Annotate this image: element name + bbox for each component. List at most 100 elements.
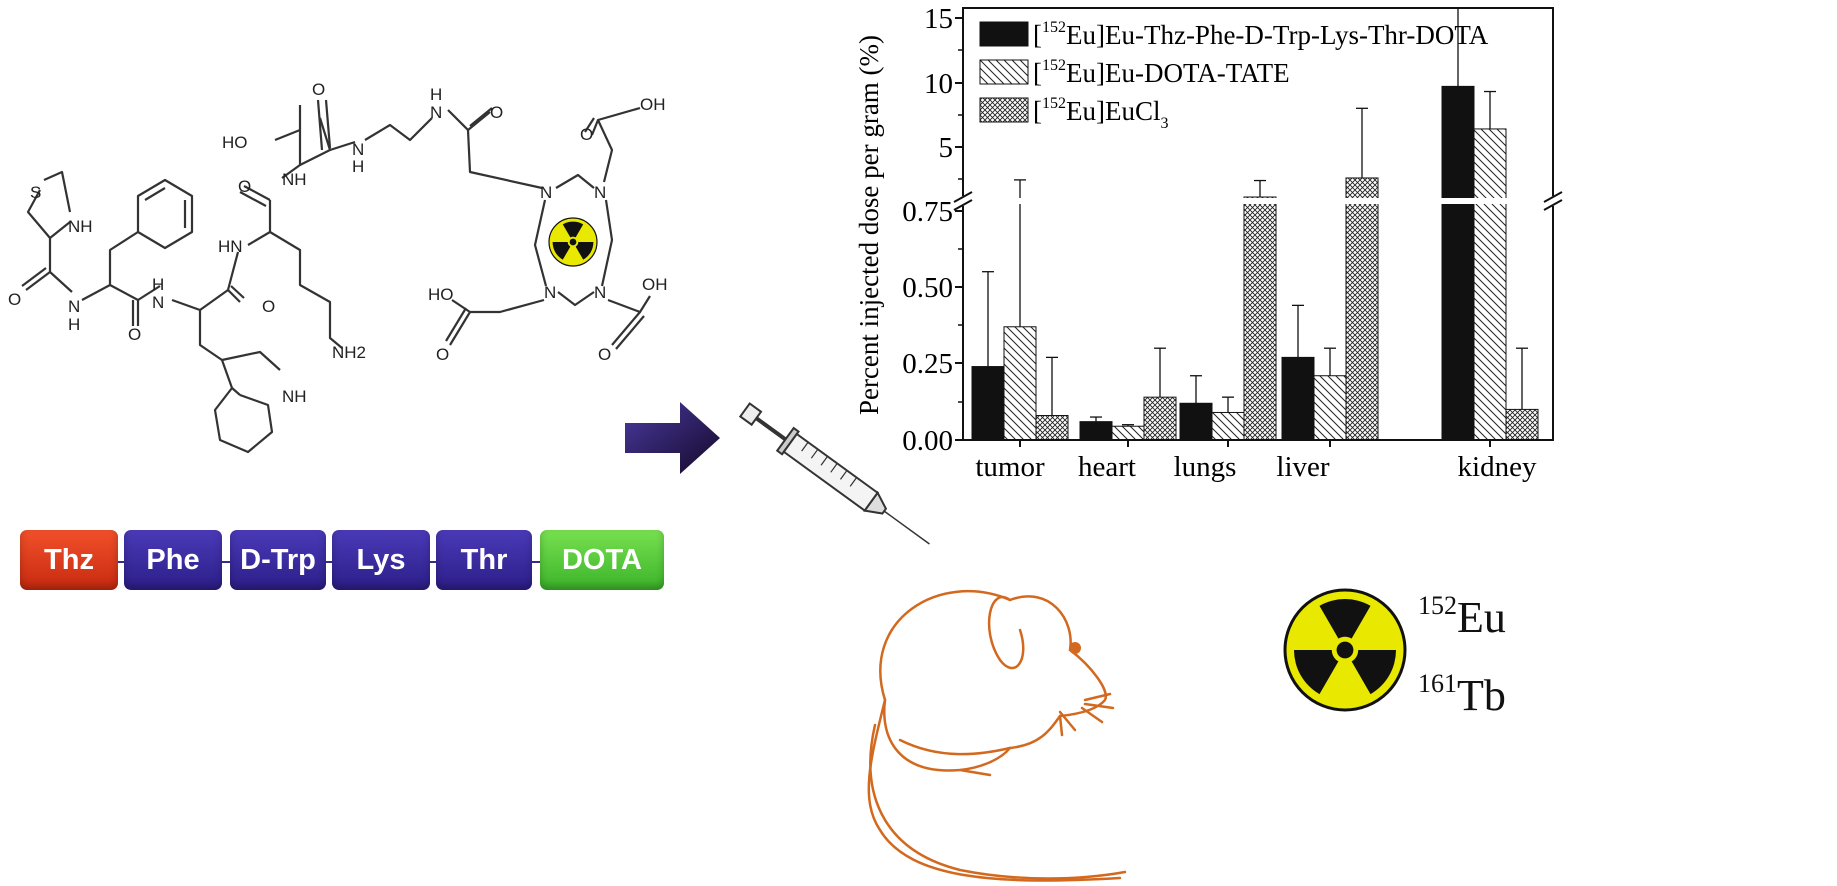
atom-label: HO xyxy=(428,285,454,304)
radiation-blade xyxy=(1351,650,1396,695)
x-tick-label: tumor xyxy=(975,451,1045,483)
axis-break-gap xyxy=(965,198,1553,204)
error-bar-kidney-series-3 xyxy=(1516,347,1528,410)
error-bar-heart-series-3 xyxy=(1154,347,1166,398)
residue-d-trp: D-Trp xyxy=(230,530,326,590)
atom-label: NH xyxy=(282,170,307,189)
residue-lys: Lys xyxy=(332,530,430,590)
atom-label: O xyxy=(128,325,141,344)
bar-tumor-series-1 xyxy=(971,366,1005,441)
x-tick-label: heart xyxy=(1078,451,1136,483)
error-bar-tumor-series-1 xyxy=(982,271,994,367)
error-bar-liver-series-1 xyxy=(1292,304,1304,358)
atom-label: N xyxy=(540,183,552,202)
x-tick-label: liver xyxy=(1276,451,1329,483)
legend-label-series-3: [152Eu]EuCl3 xyxy=(1033,95,1169,132)
error-bar-liver-series-3 xyxy=(1356,107,1368,178)
radiation-blade xyxy=(575,242,594,260)
bar-heart-series-2 xyxy=(1111,425,1145,441)
atom-label: O xyxy=(262,297,275,316)
y-tick-label: 15 xyxy=(924,3,953,35)
atom-label: OH xyxy=(642,275,668,294)
radiation-center xyxy=(569,238,577,246)
legend-label-series-2: [152Eu]Eu-DOTA-TATE xyxy=(1033,57,1290,88)
atom-label: O xyxy=(312,80,325,99)
atom-label: O xyxy=(436,345,449,364)
radiation-blade xyxy=(562,221,584,238)
x-tick-label: lungs xyxy=(1174,451,1237,483)
radiation-center xyxy=(1336,641,1354,659)
y-tick-label: 0.50 xyxy=(902,272,953,304)
x-tick-label: kidney xyxy=(1458,451,1537,483)
atom-label: S xyxy=(30,183,41,202)
residue-phe: Phe xyxy=(124,530,222,590)
arrow-right-icon xyxy=(625,402,720,474)
radiation-icon xyxy=(548,217,598,267)
bar-liver-series-2 xyxy=(1313,375,1347,441)
atom-label: H xyxy=(68,315,80,334)
legend-swatch-series-1 xyxy=(979,21,1029,47)
error-bar-lungs-series-2 xyxy=(1222,396,1234,413)
axis-break-marks xyxy=(953,191,1563,211)
atom-label: HO xyxy=(222,133,248,152)
atom-label: N xyxy=(68,297,80,316)
y-tick-label: 10 xyxy=(924,68,953,100)
bar-liver-series-3 xyxy=(1345,177,1379,441)
syringe-icon xyxy=(738,402,930,545)
atom-label: O xyxy=(490,103,503,122)
atom-label: O xyxy=(580,125,593,144)
isotope-eu-152: 152Eu xyxy=(1418,591,1506,642)
y-tick-label: 5 xyxy=(939,132,954,164)
y-tick-label: 0.00 xyxy=(902,425,953,457)
plot-frame xyxy=(962,7,1554,196)
residue-thr: Thr xyxy=(436,530,532,590)
radiation-symbol-icon xyxy=(1283,588,1407,712)
error-bar-kidney-series-2 xyxy=(1484,90,1496,129)
bar-tumor-series-3 xyxy=(1035,415,1069,441)
error-bar-liver-series-2 xyxy=(1324,347,1336,376)
bar-kidney-series-2 xyxy=(1473,128,1507,441)
chart-legend: [152Eu]Eu-Thz-Phe-D-Trp-Lys-Thr-DOTA [152… xyxy=(979,19,1489,132)
y-tick-label: 0.75 xyxy=(902,196,953,228)
atom-label: N xyxy=(594,183,606,202)
error-bar-lungs-series-1 xyxy=(1190,375,1202,404)
atom-label: O xyxy=(8,290,21,309)
mouse-illustration xyxy=(867,589,1127,882)
residue-dota: DOTA xyxy=(540,530,664,590)
atom-label: O xyxy=(598,345,611,364)
y-tick-label: 0.25 xyxy=(902,348,953,380)
atom-label: N xyxy=(430,103,442,122)
atom-label: O xyxy=(238,177,251,196)
residue-thz: Thz xyxy=(20,530,118,590)
atom-label: N xyxy=(594,283,606,302)
error-bar-tumor-series-2 xyxy=(1014,179,1026,327)
isotope-tb-161: 161Tb xyxy=(1418,669,1506,720)
bar-heart-series-1 xyxy=(1079,421,1113,441)
bar-liver-series-1 xyxy=(1281,356,1315,441)
atom-label: H xyxy=(352,157,364,176)
atom-label: NH xyxy=(68,217,93,236)
legend-swatch-series-2 xyxy=(979,59,1029,85)
bar-kidney-series-3 xyxy=(1505,408,1539,441)
atom-label: NH2 xyxy=(332,343,366,362)
legend-swatch-series-3 xyxy=(979,97,1029,123)
bar-lungs-series-1 xyxy=(1179,402,1213,441)
legend-label-series-1: [152Eu]Eu-Thz-Phe-D-Trp-Lys-Thr-DOTA xyxy=(1033,19,1489,50)
atom-label: N xyxy=(152,293,164,312)
atom-label: H xyxy=(430,85,442,104)
bar-tumor-series-2 xyxy=(1003,326,1037,441)
atom-label: OH xyxy=(640,95,666,114)
error-bar-heart-series-1 xyxy=(1090,416,1102,422)
bar-kidney-series-1 xyxy=(1441,85,1475,441)
atom-label: H xyxy=(152,275,164,294)
radiation-blade xyxy=(552,242,571,260)
atom-label: NH xyxy=(282,387,307,406)
atom-label: N xyxy=(352,140,364,159)
bar-lungs-series-2 xyxy=(1211,411,1245,441)
error-bar-lungs-series-3 xyxy=(1254,179,1266,197)
bar-heart-series-3 xyxy=(1143,396,1177,441)
